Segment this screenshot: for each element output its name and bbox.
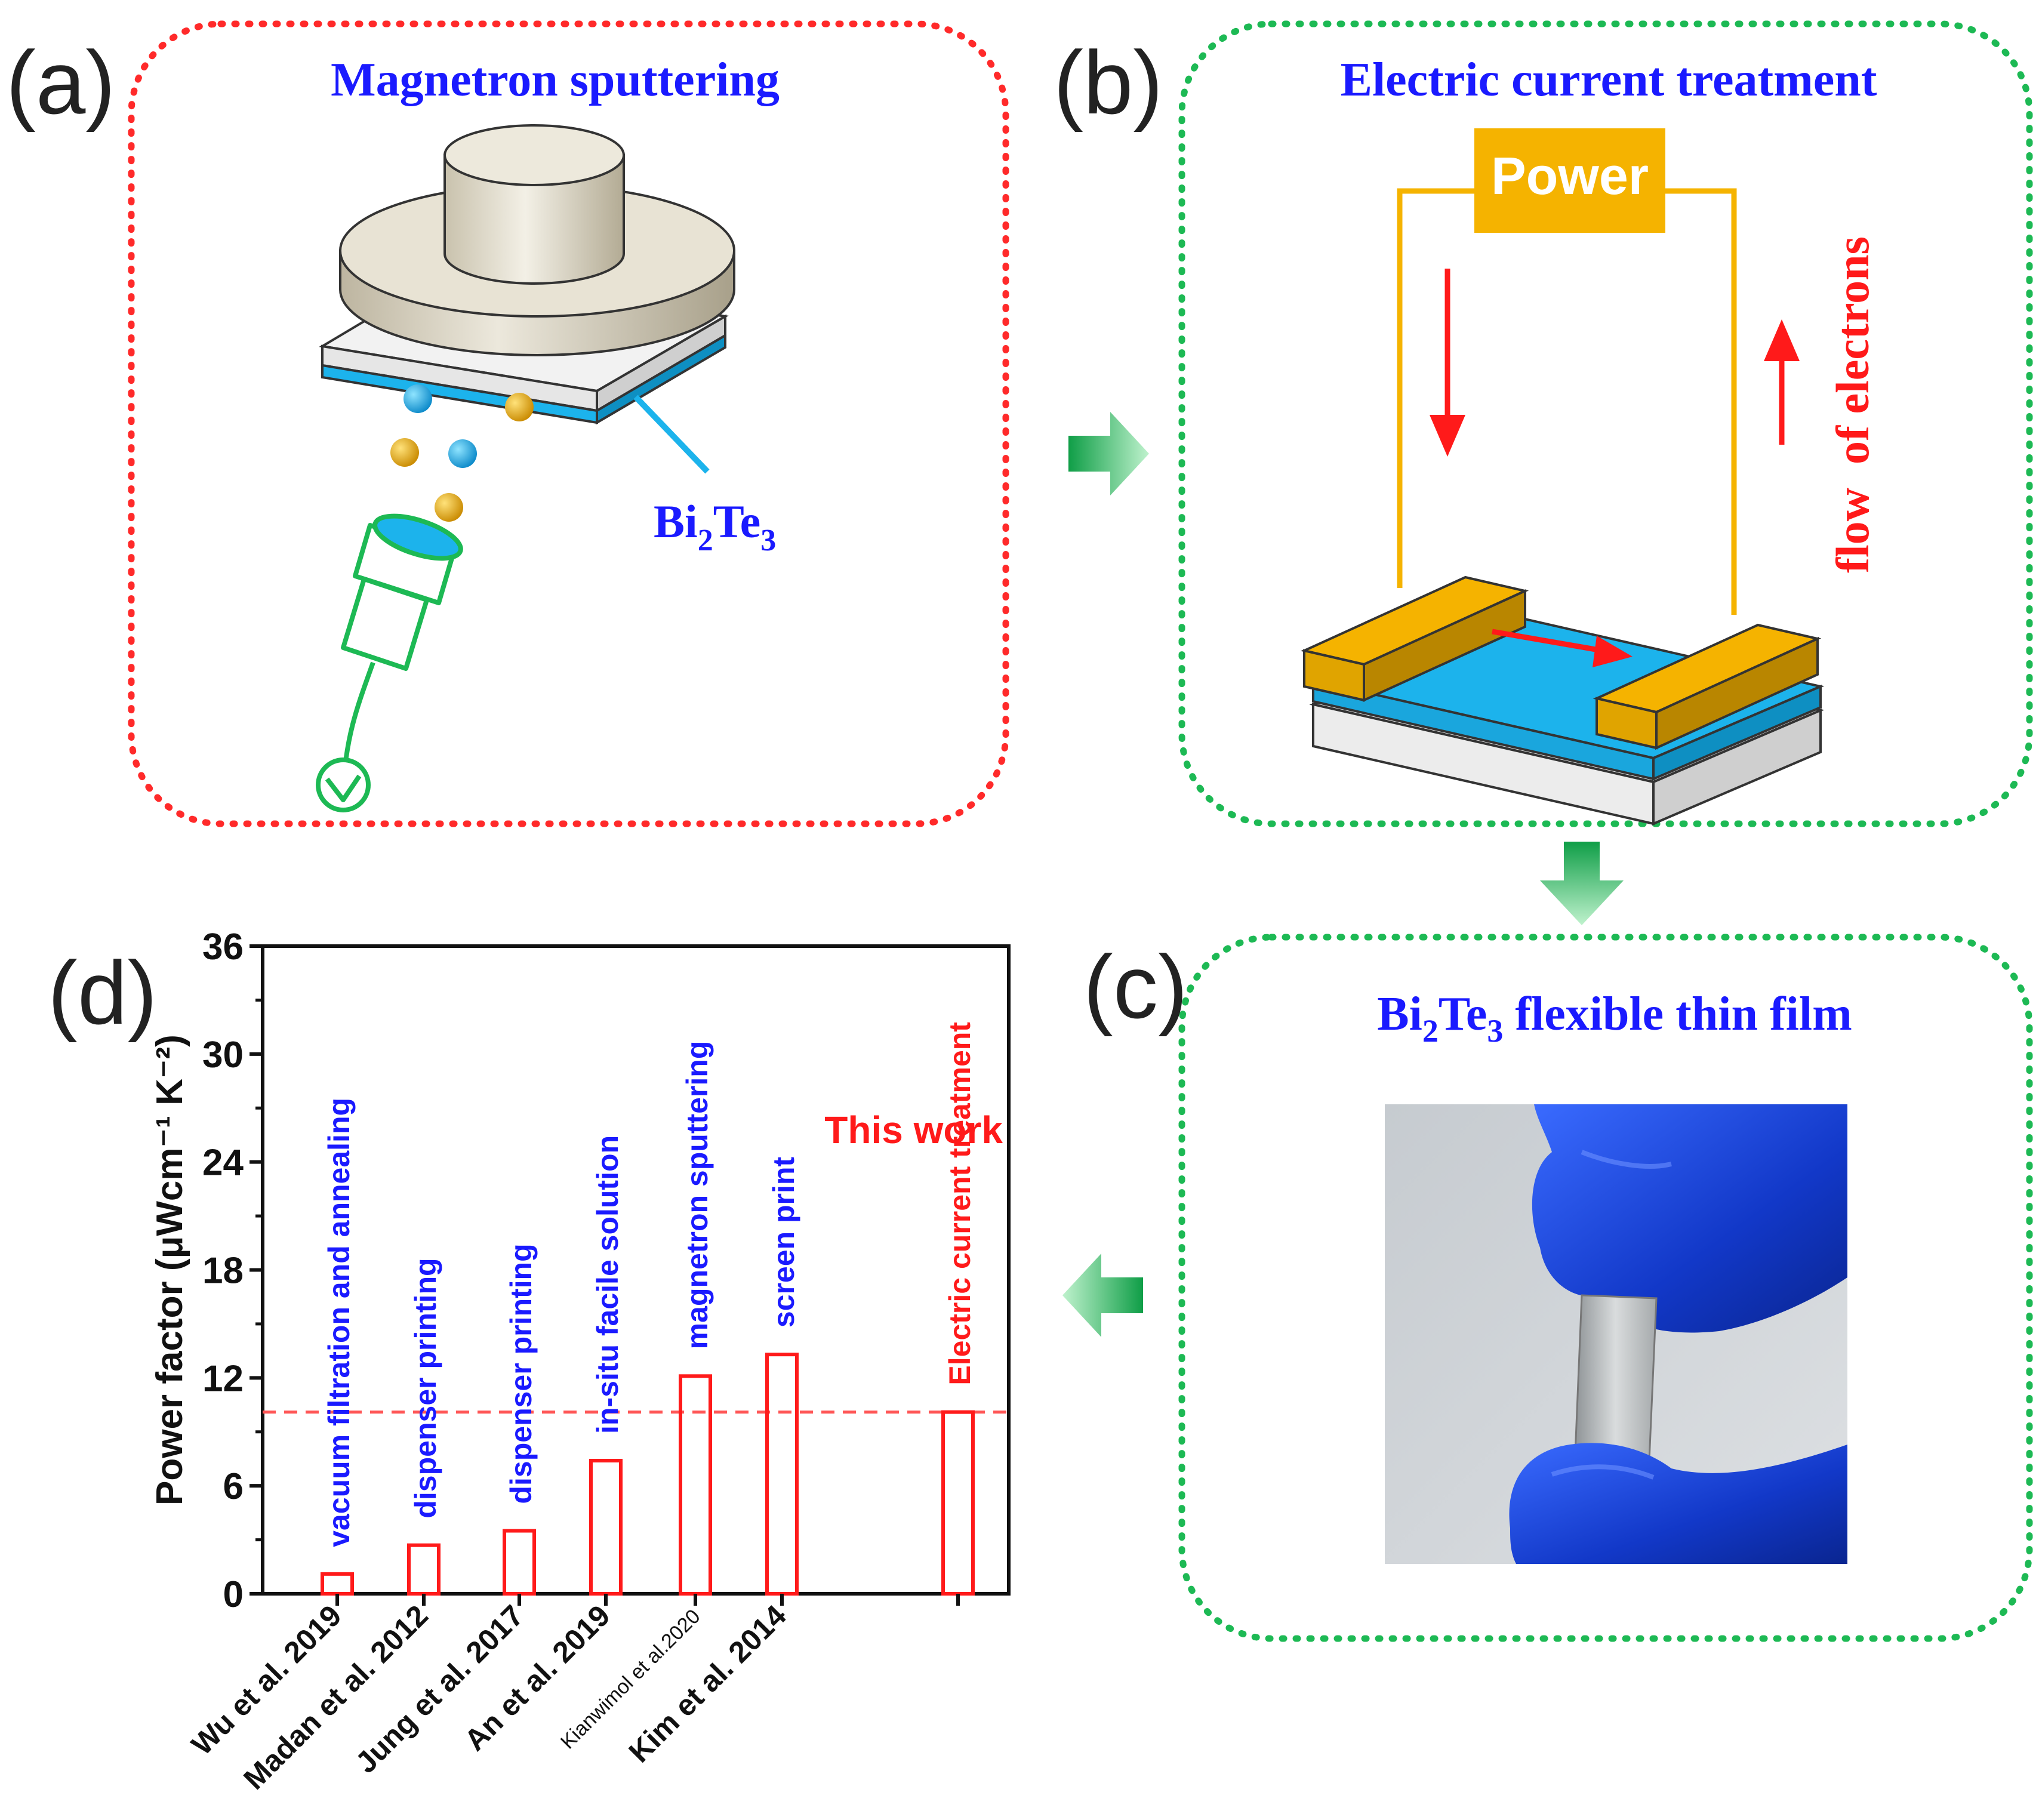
title-sub-2: 2 bbox=[1422, 1013, 1439, 1049]
power-supply-box bbox=[1474, 128, 1665, 233]
right-arrow bbox=[1068, 412, 1149, 495]
current-arrow-up bbox=[1764, 319, 1800, 445]
bar-label-0: vacuum filtration and annealing bbox=[322, 1098, 356, 1547]
y-tick-label-6: 36 bbox=[202, 926, 244, 968]
sputtered-atoms bbox=[390, 384, 534, 522]
title-te: Te bbox=[1439, 988, 1487, 1040]
bar-0 bbox=[321, 1572, 354, 1596]
material-te: Te bbox=[713, 495, 761, 547]
panel-c-title: Bi2Te3 flexible thin film bbox=[1377, 988, 1852, 1049]
bar-3 bbox=[589, 1458, 623, 1596]
material-sub-3: 3 bbox=[760, 523, 776, 558]
title-bi: Bi bbox=[1377, 988, 1422, 1040]
panel-b-border bbox=[1178, 20, 2033, 827]
material-sub-2: 2 bbox=[698, 523, 713, 558]
bar-label-5: screen print bbox=[767, 1157, 800, 1328]
y-tick-label-4: 24 bbox=[202, 1142, 244, 1184]
bar-label-3: in-situ facile solution bbox=[591, 1135, 624, 1434]
bar-label-2: dispenser printing bbox=[504, 1243, 538, 1504]
ac-source-icon bbox=[316, 757, 371, 812]
bar-6 bbox=[941, 1410, 975, 1596]
panel-c-label: (c) bbox=[1083, 937, 1188, 1037]
y-tick-label-0: 0 bbox=[223, 1574, 244, 1615]
current-arrow-down bbox=[1430, 269, 1465, 457]
panel-a-label: (a) bbox=[6, 32, 115, 133]
x-category-label-5: Kim et al. 2014 bbox=[623, 1599, 793, 1769]
bar-5 bbox=[765, 1353, 799, 1596]
y-tick-label-3: 18 bbox=[202, 1251, 244, 1292]
reference-line-label: This work bbox=[824, 1108, 1003, 1151]
panel-a-border bbox=[128, 20, 1009, 827]
sputtering-target bbox=[319, 124, 735, 425]
material-pointer bbox=[633, 395, 710, 474]
film-device bbox=[1300, 575, 1825, 826]
panel-c: (c) Bi2Te3 flexible thin film bbox=[1083, 934, 2033, 1642]
y-tick-label-1: 6 bbox=[223, 1466, 244, 1507]
panel-b-label: (b) bbox=[1054, 32, 1163, 133]
bar-label-4: magnetron sputtering bbox=[680, 1041, 714, 1350]
title-rest: flexible thin film bbox=[1503, 988, 1852, 1040]
panel-b: (b) Electric current treatment Power flo… bbox=[1054, 20, 2033, 827]
panel-c-border bbox=[1178, 934, 2033, 1642]
power-label: Power bbox=[1491, 146, 1649, 205]
y-tick-label-5: 30 bbox=[202, 1034, 244, 1076]
material-bi: Bi bbox=[654, 495, 698, 547]
material-label: Bi2Te3 bbox=[654, 495, 776, 558]
flow-of-electrons-label: flow of electrons bbox=[1827, 236, 1878, 573]
sputter-gun-icon bbox=[316, 513, 463, 812]
bar-1 bbox=[407, 1543, 441, 1596]
bar-label-1: dispenser printing bbox=[409, 1258, 442, 1518]
plot-frame bbox=[261, 944, 1011, 1596]
panel-b-title: Electric current treatment bbox=[1341, 54, 1877, 106]
x-category-label-0: Wu et al. 2019 bbox=[185, 1599, 348, 1762]
current-arrow-in-film bbox=[1492, 629, 1633, 667]
title-sub-3: 3 bbox=[1487, 1013, 1503, 1049]
bar-label-6: Electric current treatment bbox=[943, 1022, 977, 1385]
panel-a: (a) Magnetron sputtering Bi2Te3 bbox=[6, 20, 1009, 827]
thin-film-photo bbox=[1385, 1104, 1847, 1564]
down-arrow bbox=[1540, 842, 1624, 925]
y-axis-label: Power factor (μWcm⁻¹ K⁻²) bbox=[149, 1034, 190, 1505]
left-arrow bbox=[1062, 1254, 1143, 1337]
panel-d-label: (d) bbox=[48, 943, 157, 1043]
bar-4 bbox=[679, 1374, 712, 1596]
panel-a-title: Magnetron sputtering bbox=[331, 54, 780, 106]
y-tick-label-2: 12 bbox=[202, 1358, 244, 1399]
bar-2 bbox=[503, 1529, 536, 1596]
circuit-wires bbox=[1397, 188, 1737, 615]
